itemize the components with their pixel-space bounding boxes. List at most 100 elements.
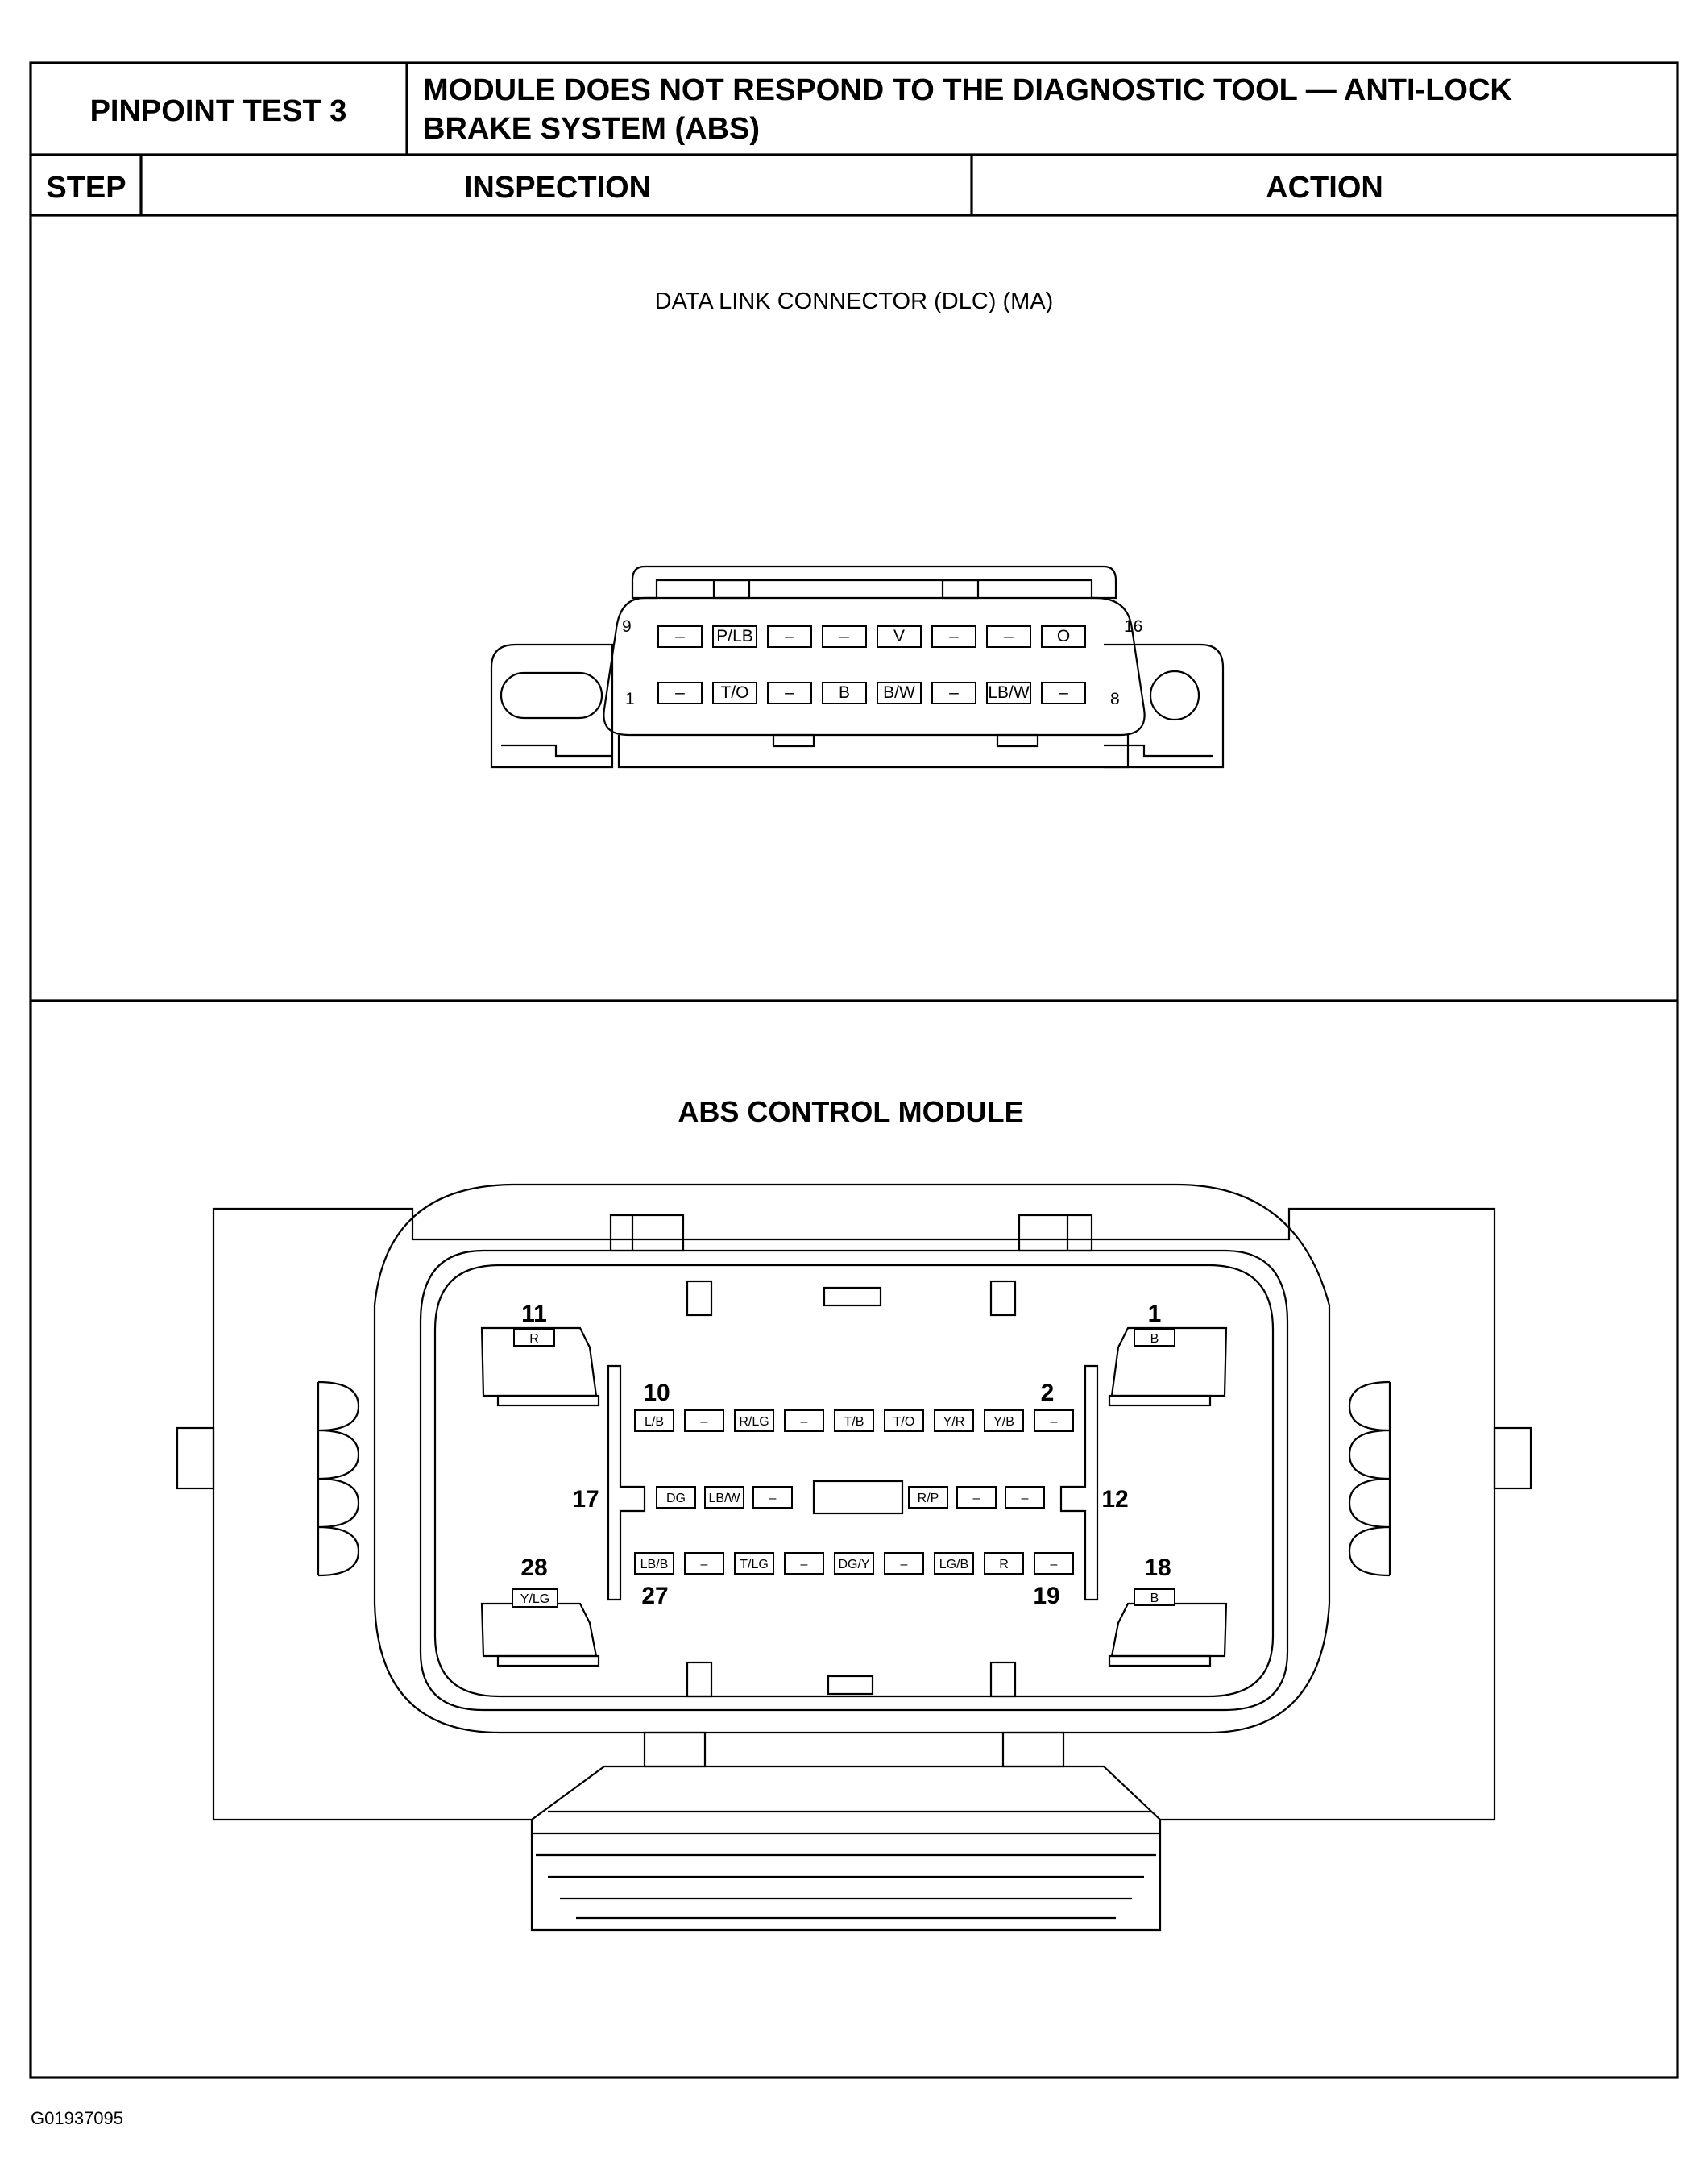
dlc-top-pin-2: P/LB <box>712 625 757 648</box>
dlc-bottom-pin-label: – <box>675 683 685 702</box>
abs-pin-number-19: 19 <box>1033 1583 1059 1609</box>
abs-top-pin-label: Y/R <box>943 1415 965 1429</box>
dlc-pin-number-9: 9 <box>622 617 632 636</box>
abs-mid-right-pin-3: – <box>1005 1486 1045 1509</box>
abs-top-pin-label: R/LG <box>739 1415 769 1429</box>
dlc-top-pin-4: – <box>822 625 867 648</box>
abs-top-pin-box <box>834 1409 874 1432</box>
abs-bottom-pin-box <box>784 1552 824 1575</box>
abs-bottom-pin-label: R <box>999 1558 1009 1571</box>
dlc-top-pin-6: – <box>931 625 976 648</box>
abs-bottom-pin-6: – <box>884 1552 924 1575</box>
abs-top-pin-box <box>984 1409 1024 1432</box>
abs-mid-right-pin-2: – <box>956 1486 997 1509</box>
abs-bottom-pin-2: – <box>684 1552 724 1575</box>
abs-bottom-pin-label: – <box>901 1558 908 1571</box>
dlc-bottom-pin-2: T/O <box>712 682 757 704</box>
dlc-top-pin-7: – <box>986 625 1031 648</box>
abs-pin-label-28: Y/LG <box>520 1592 549 1606</box>
dlc-top-pin-box <box>657 625 703 648</box>
abs-top-pin-box <box>734 1409 774 1432</box>
abs-bottom-pin-box <box>984 1552 1024 1575</box>
dlc-bottom-pin-label: B/W <box>883 683 915 702</box>
abs-mid-left-pin-3: – <box>752 1486 793 1509</box>
abs-corner-pin-11: R <box>513 1329 555 1347</box>
test-label: PINPOINT TEST 3 <box>90 94 347 128</box>
abs-mid-left-pin-box <box>656 1486 696 1509</box>
dlc-bottom-pin-label: – <box>785 683 794 702</box>
dlc-title: DATA LINK CONNECTOR (DLC) (MA) <box>655 288 1054 314</box>
test-title-line-2: BRAKE SYSTEM (ABS) <box>423 112 760 146</box>
abs-mid-left-pin-label: DG <box>666 1492 686 1505</box>
abs-top-pin-box <box>684 1409 724 1432</box>
abs-top-pin-2: – <box>684 1409 724 1432</box>
abs-top-pin-5: T/B <box>834 1409 874 1432</box>
abs-mid-right-pin-box <box>908 1486 948 1509</box>
abs-pin-label-18: B <box>1150 1592 1159 1605</box>
abs-corner-pin-1: B <box>1134 1329 1175 1347</box>
abs-pin-number-2: 2 <box>1041 1380 1055 1406</box>
abs-bottom-pin-box <box>734 1552 774 1575</box>
abs-pin-number-10: 10 <box>643 1380 670 1406</box>
abs-pin-number-27: 27 <box>641 1583 668 1609</box>
dlc-bottom-pin-label: – <box>949 683 959 702</box>
abs-mid-left-pin-2: LB/W <box>704 1486 744 1509</box>
dlc-top-pin-label: – <box>949 627 959 645</box>
abs-pin-number-12: 12 <box>1101 1486 1128 1513</box>
dlc-top-pin-label: – <box>675 627 685 645</box>
dlc-bottom-pin-7: LB/W <box>986 682 1031 704</box>
dlc-bottom-pin-box <box>657 682 703 704</box>
dlc-bottom-pin-label: T/O <box>721 683 749 702</box>
abs-bottom-pin-label: – <box>1051 1558 1058 1571</box>
dlc-bottom-pin-row: – T/O – B B/W – LB/W – <box>657 682 1086 704</box>
abs-mid-left-pin-1: DG <box>656 1486 696 1509</box>
dlc-bottom-pin-box <box>1041 682 1086 704</box>
table-frame <box>29 61 1679 2079</box>
abs-bottom-pin-8: R <box>984 1552 1024 1575</box>
dlc-top-pin-1: – <box>657 625 703 648</box>
abs-mid-right-pin-label: – <box>1022 1492 1029 1505</box>
dlc-bottom-pin-label: B <box>839 683 850 702</box>
abs-pin-number-11: 11 <box>521 1301 547 1327</box>
abs-top-pin-label: – <box>801 1415 808 1429</box>
dlc-top-pin-8: O <box>1041 625 1086 648</box>
dlc-top-pin-label: – <box>1004 627 1014 645</box>
test-title-line-1: MODULE DOES NOT RESPOND TO THE DIAGNOSTI… <box>423 73 1512 107</box>
abs-top-pin-4: – <box>784 1409 824 1432</box>
abs-connector-drawing <box>176 1183 1532 1932</box>
column-step-header: STEP <box>46 171 126 205</box>
dlc-bottom-pin-box <box>931 682 976 704</box>
abs-mid-right-pin-label: R/P <box>918 1492 939 1505</box>
dlc-top-pin-box <box>822 625 867 648</box>
abs-pin-number-28: 28 <box>520 1554 547 1581</box>
dlc-top-pin-5: V <box>877 625 922 648</box>
abs-top-pin-box <box>784 1409 824 1432</box>
abs-bottom-pin-1: LB/B <box>634 1552 674 1575</box>
abs-top-pin-9: – <box>1034 1409 1074 1432</box>
abs-bottom-pin-box <box>1034 1552 1074 1575</box>
abs-top-pin-3: R/LG <box>734 1409 774 1432</box>
abs-bottom-pin-box <box>634 1552 674 1575</box>
abs-top-pin-box <box>634 1409 674 1432</box>
abs-mid-left-pin-box <box>704 1486 744 1509</box>
dlc-bottom-pin-box <box>712 682 757 704</box>
dlc-pin-number-16: 16 <box>1124 617 1142 636</box>
dlc-connector-drawing <box>490 565 1225 769</box>
abs-top-pin-7: Y/R <box>934 1409 974 1432</box>
abs-top-pin-6: T/O <box>884 1409 924 1432</box>
dlc-bottom-pin-box <box>986 682 1031 704</box>
abs-bottom-pin-label: T/LG <box>740 1558 769 1571</box>
abs-bottom-pin-5: DG/Y <box>834 1552 874 1575</box>
abs-bottom-pin-label: DG/Y <box>838 1558 869 1571</box>
abs-bottom-pin-7: LG/B <box>934 1552 974 1575</box>
dlc-bottom-pin-4: B <box>822 682 867 704</box>
dlc-bottom-pin-label: – <box>1059 683 1068 702</box>
dlc-bottom-pin-box <box>767 682 812 704</box>
abs-top-pin-label: T/B <box>844 1415 864 1429</box>
abs-bottom-pin-4: – <box>784 1552 824 1575</box>
column-inspection-header: INSPECTION <box>464 171 651 205</box>
abs-top-pin-label: L/B <box>645 1415 664 1429</box>
dlc-top-pin-box <box>767 625 812 648</box>
abs-mid-left-pin-label: LB/W <box>708 1492 740 1505</box>
